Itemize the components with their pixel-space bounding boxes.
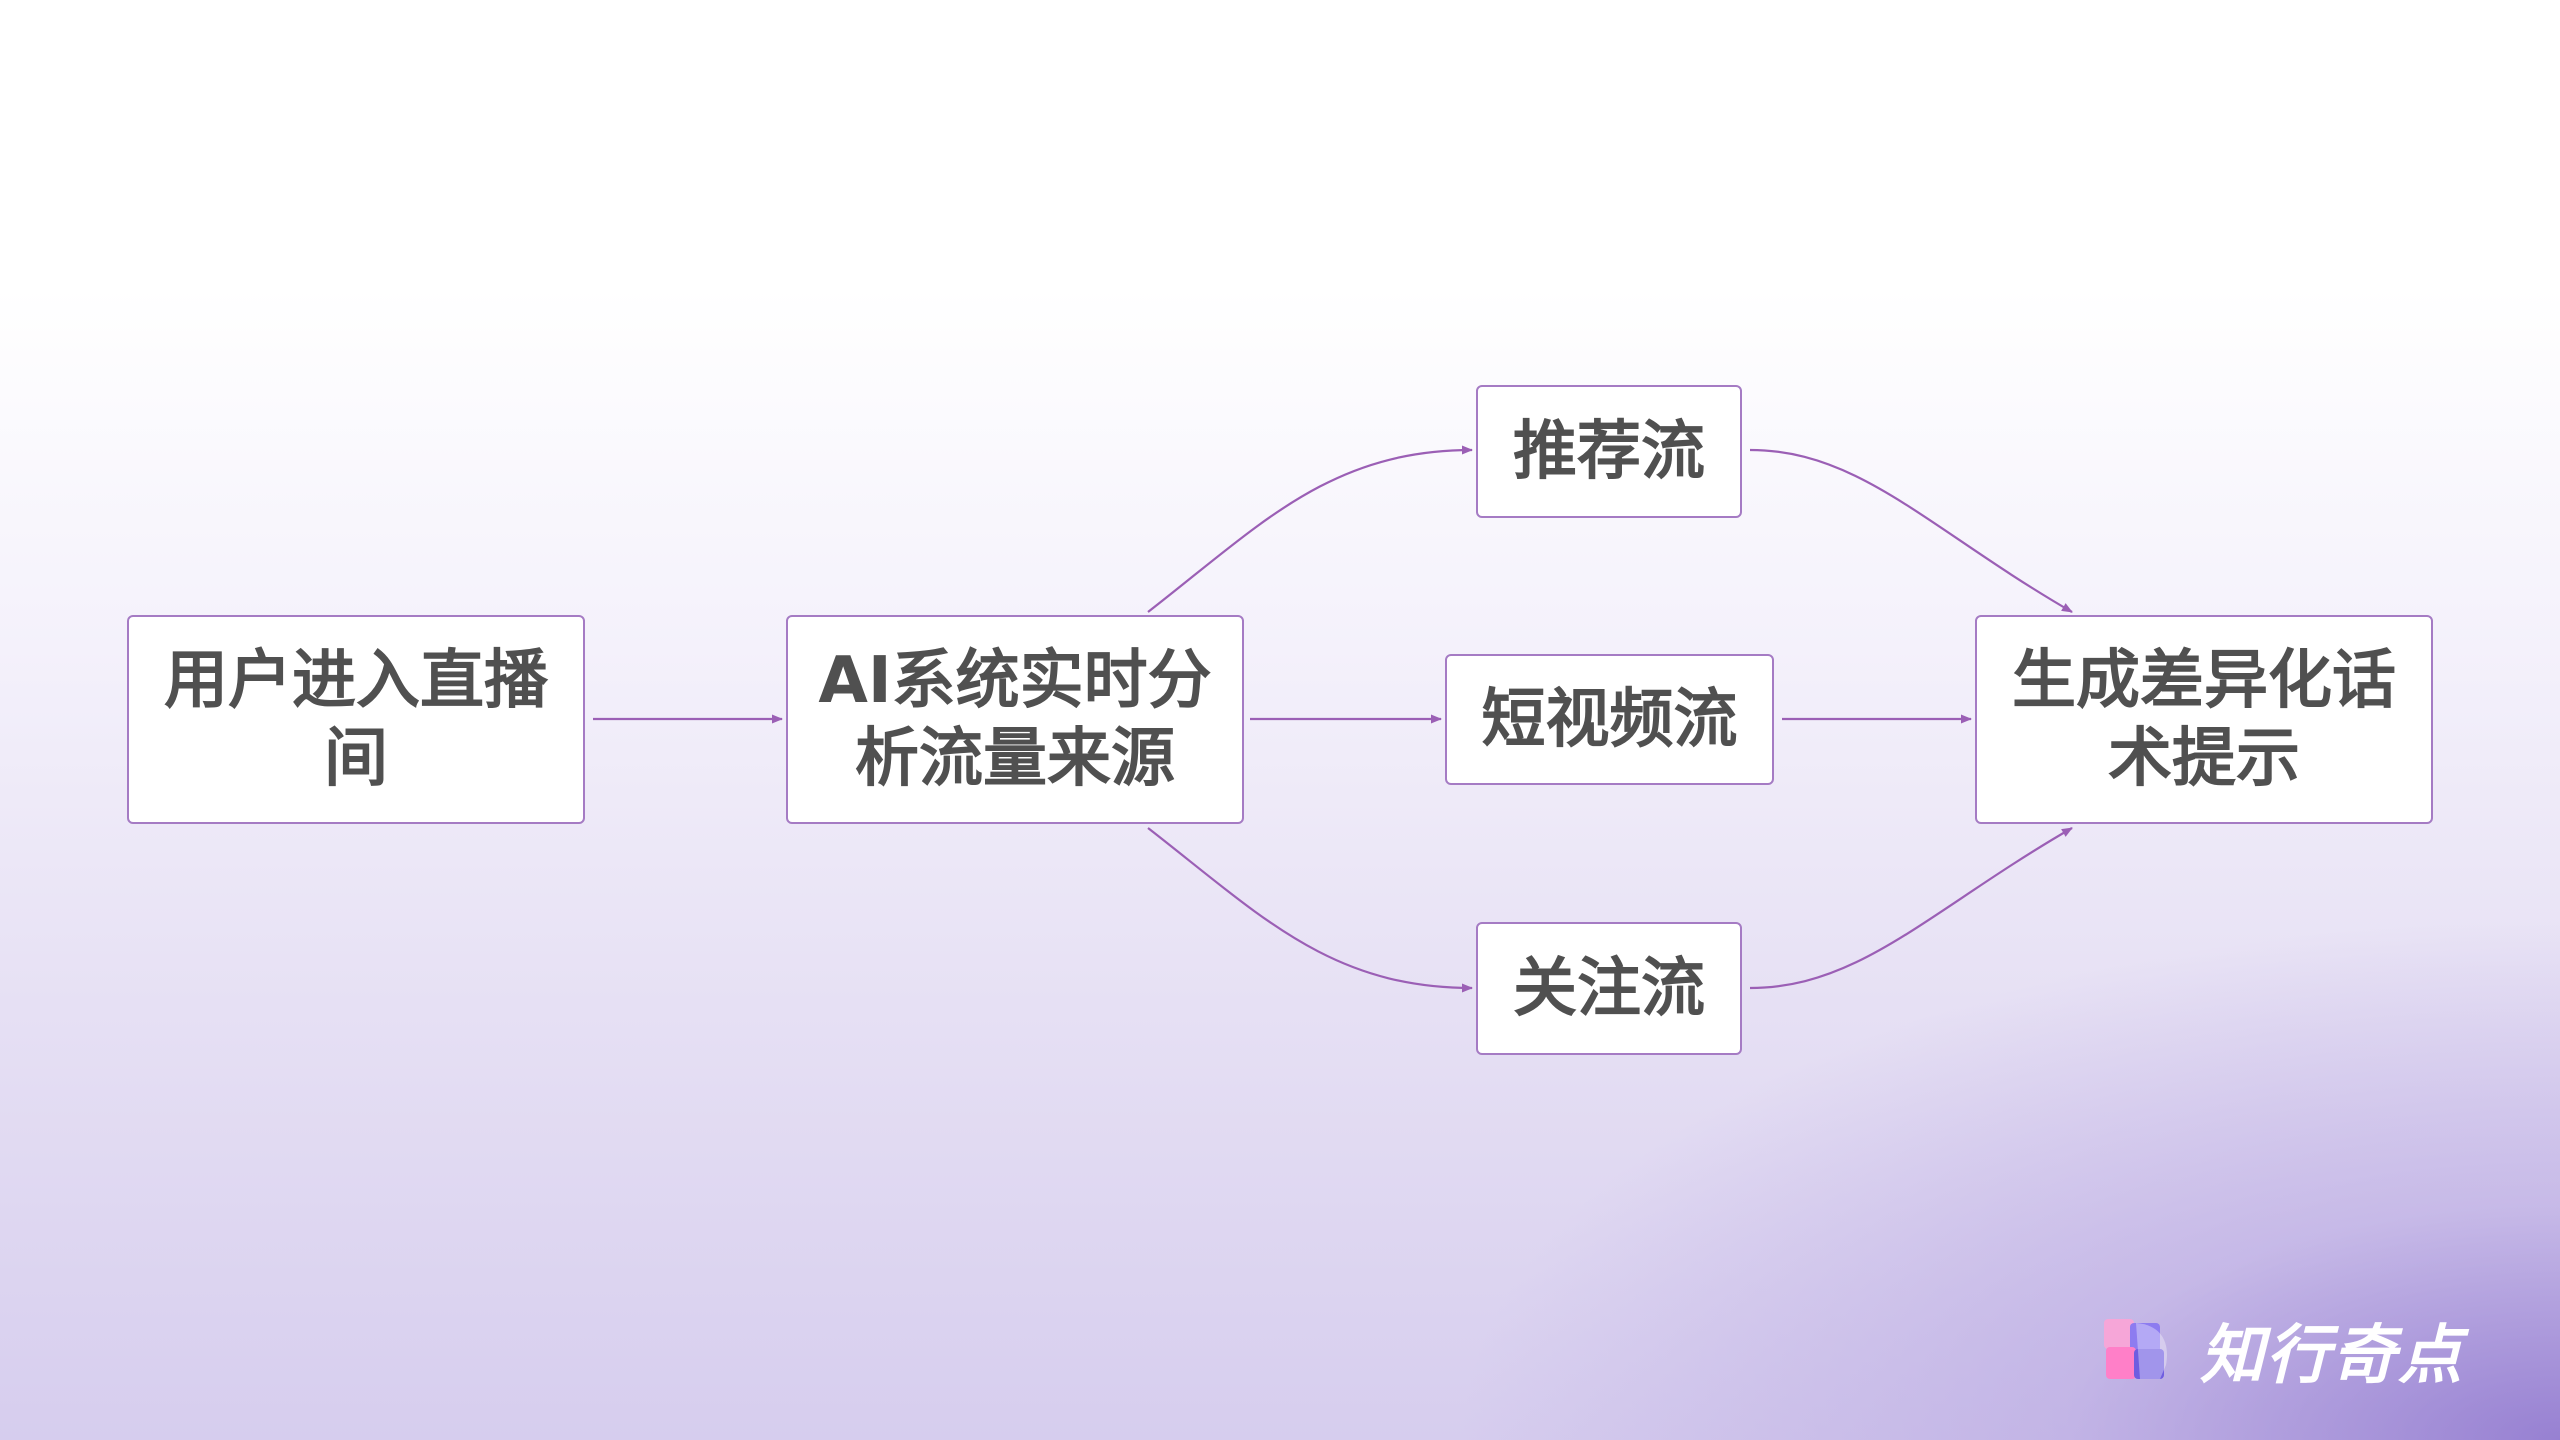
brand-logo: 知行奇点 [2100,1310,2464,1393]
node-follow-label: 关注流 [1513,951,1705,1026]
node-generate: 生成差异化话术提示 [1975,615,2433,824]
arrow-recommend-to-generate [1749,448,2073,613]
arrow-ai-to-follow [1147,827,1473,993]
arrow-ai-to-recommend [1147,445,1473,613]
logo-mark-icon [2104,1319,2167,1379]
node-user-enter-label: 用户进入直播间 [164,643,548,796]
node-short-video-label: 短视频流 [1481,682,1738,757]
node-short-video: 短视频流 [1445,654,1774,785]
node-ai-analyze-label: AI系统实时分析流量来源 [818,643,1212,796]
node-ai-analyze: AI系统实时分析流量来源 [786,615,1244,824]
node-follow: 关注流 [1476,922,1742,1055]
arrow-follow-to-generate [1749,827,2073,990]
node-user-enter: 用户进入直播间 [127,615,585,824]
node-recommend-label: 推荐流 [1513,414,1705,489]
node-recommend: 推荐流 [1476,385,1742,518]
logo-text: 知行奇点 [2200,1319,2464,1393]
node-generate-label: 生成差异化话术提示 [2012,643,2396,796]
